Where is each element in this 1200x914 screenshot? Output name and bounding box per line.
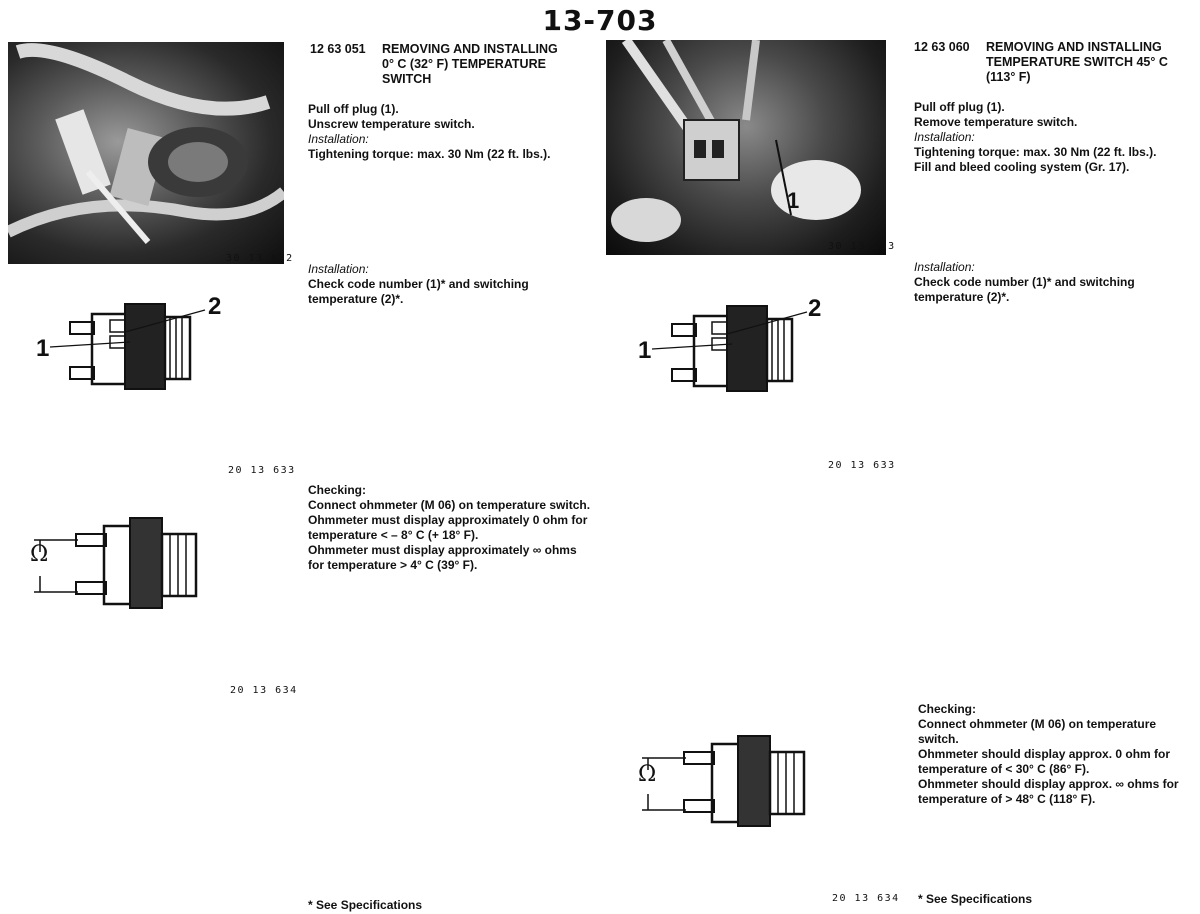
installation-line: Tightening torque: max. 30 Nm (22 ft. lb…	[914, 145, 1157, 159]
ohm-symbol-left: Ω	[30, 542, 49, 567]
checking-line: Ohmmeter should display approx. 0 ohm fo…	[918, 747, 1171, 776]
checking-heading-left: Checking:	[308, 483, 367, 497]
removal-text-left: Pull off plug (1). Unscrew temperature s…	[308, 102, 588, 162]
callout-2-left: 2	[208, 293, 222, 320]
procedure-heading-right: 12 63 060 REMOVING AND INSTALLING TEMPERA…	[914, 40, 1189, 85]
check-code-text-left: Installation: Check code number (1)* and…	[308, 262, 558, 307]
callout-1-right: 1	[638, 337, 652, 364]
check-installation-heading-right: Installation:	[914, 260, 975, 274]
removal-line: Remove temperature switch.	[914, 115, 1078, 129]
footnote-left: * See Specifications	[308, 898, 423, 912]
engine-photo-left	[8, 42, 284, 264]
checking-line: Ohmmeter must display approximately 0 oh…	[308, 513, 588, 542]
procedure-number-left: 12 63 051	[310, 42, 366, 56]
switch-diagram-right	[632, 294, 832, 404]
installation-line: Fill and bleed cooling system (Gr. 17).	[914, 160, 1130, 174]
checking-text-right: Checking: Connect ohmmeter (M 06) on tem…	[918, 702, 1193, 807]
engine-photo-right	[606, 40, 886, 255]
installation-heading-left: Installation:	[308, 132, 369, 146]
removal-text-right: Pull off plug (1). Remove temperature sw…	[914, 100, 1194, 175]
footnote-right: * See Specifications	[918, 892, 1033, 906]
page-number: 13-703	[542, 4, 658, 37]
removal-line: Unscrew temperature switch.	[308, 117, 475, 131]
procedure-title-right: REMOVING AND INSTALLING TEMPERATURE SWIT…	[986, 40, 1168, 84]
installation-heading-right: Installation:	[914, 130, 975, 144]
check-installation-heading-left: Installation:	[308, 262, 369, 276]
photo-callout-right: 1	[787, 188, 800, 213]
ohmmeter-diagram-left	[18, 512, 228, 612]
callout-2-right: 2	[808, 295, 822, 322]
switch-diagram-right-illustration	[651, 305, 808, 392]
ohmmeter-diagram-right	[626, 730, 836, 830]
engine-photo-right-illustration	[611, 40, 861, 242]
procedure-heading-left: 12 63 051 REMOVING AND INSTALLING 0° C (3…	[310, 42, 585, 87]
photo-code-left: 30 13 632	[226, 253, 294, 264]
procedure-title-left: REMOVING AND INSTALLING 0° C (32° F) TEM…	[382, 42, 558, 86]
installation-line: Tightening torque: max. 30 Nm (22 ft. lb…	[308, 147, 551, 161]
engine-photo-left-illustration	[8, 43, 284, 244]
checking-line: Ohmmeter should display approx. ∞ ohms f…	[918, 777, 1179, 806]
checking-text-left: Checking: Connect ohmmeter (M 06) on tem…	[308, 483, 593, 573]
ohmmeter-diagram-code-left: 20 13 634	[230, 685, 298, 696]
switch-diagram-left	[30, 292, 230, 402]
ohmmeter-diagram-code-right: 20 13 634	[832, 893, 900, 904]
removal-line: Pull off plug (1).	[308, 102, 399, 116]
checking-heading-right: Checking:	[918, 702, 977, 716]
ohm-symbol-right: Ω	[638, 762, 657, 787]
check-code-text-right: Installation: Check code number (1)* and…	[914, 260, 1174, 305]
check-code-line-left: Check code number (1)* and switching tem…	[308, 277, 529, 306]
switch-diagram-code-right: 20 13 633	[828, 460, 896, 471]
checking-line: Connect ohmmeter (M 06) on temperature s…	[918, 717, 1157, 746]
photo-code-right: 30 13 633	[828, 241, 896, 252]
checking-line: Ohmmeter must display approximately ∞ oh…	[308, 543, 577, 572]
switch-diagram-code-left: 20 13 633	[228, 465, 296, 476]
check-code-line-right: Check code number (1)* and switching tem…	[914, 275, 1135, 304]
removal-line: Pull off plug (1).	[914, 100, 1005, 114]
ohmmeter-diagram-left-illustration	[34, 517, 198, 609]
switch-diagram-left-illustration	[49, 303, 206, 390]
checking-line: Connect ohmmeter (M 06) on temperature s…	[308, 498, 591, 512]
procedure-number-right: 12 63 060	[914, 40, 970, 54]
ohmmeter-diagram-right-illustration	[642, 735, 806, 827]
callout-1-left: 1	[36, 335, 50, 362]
